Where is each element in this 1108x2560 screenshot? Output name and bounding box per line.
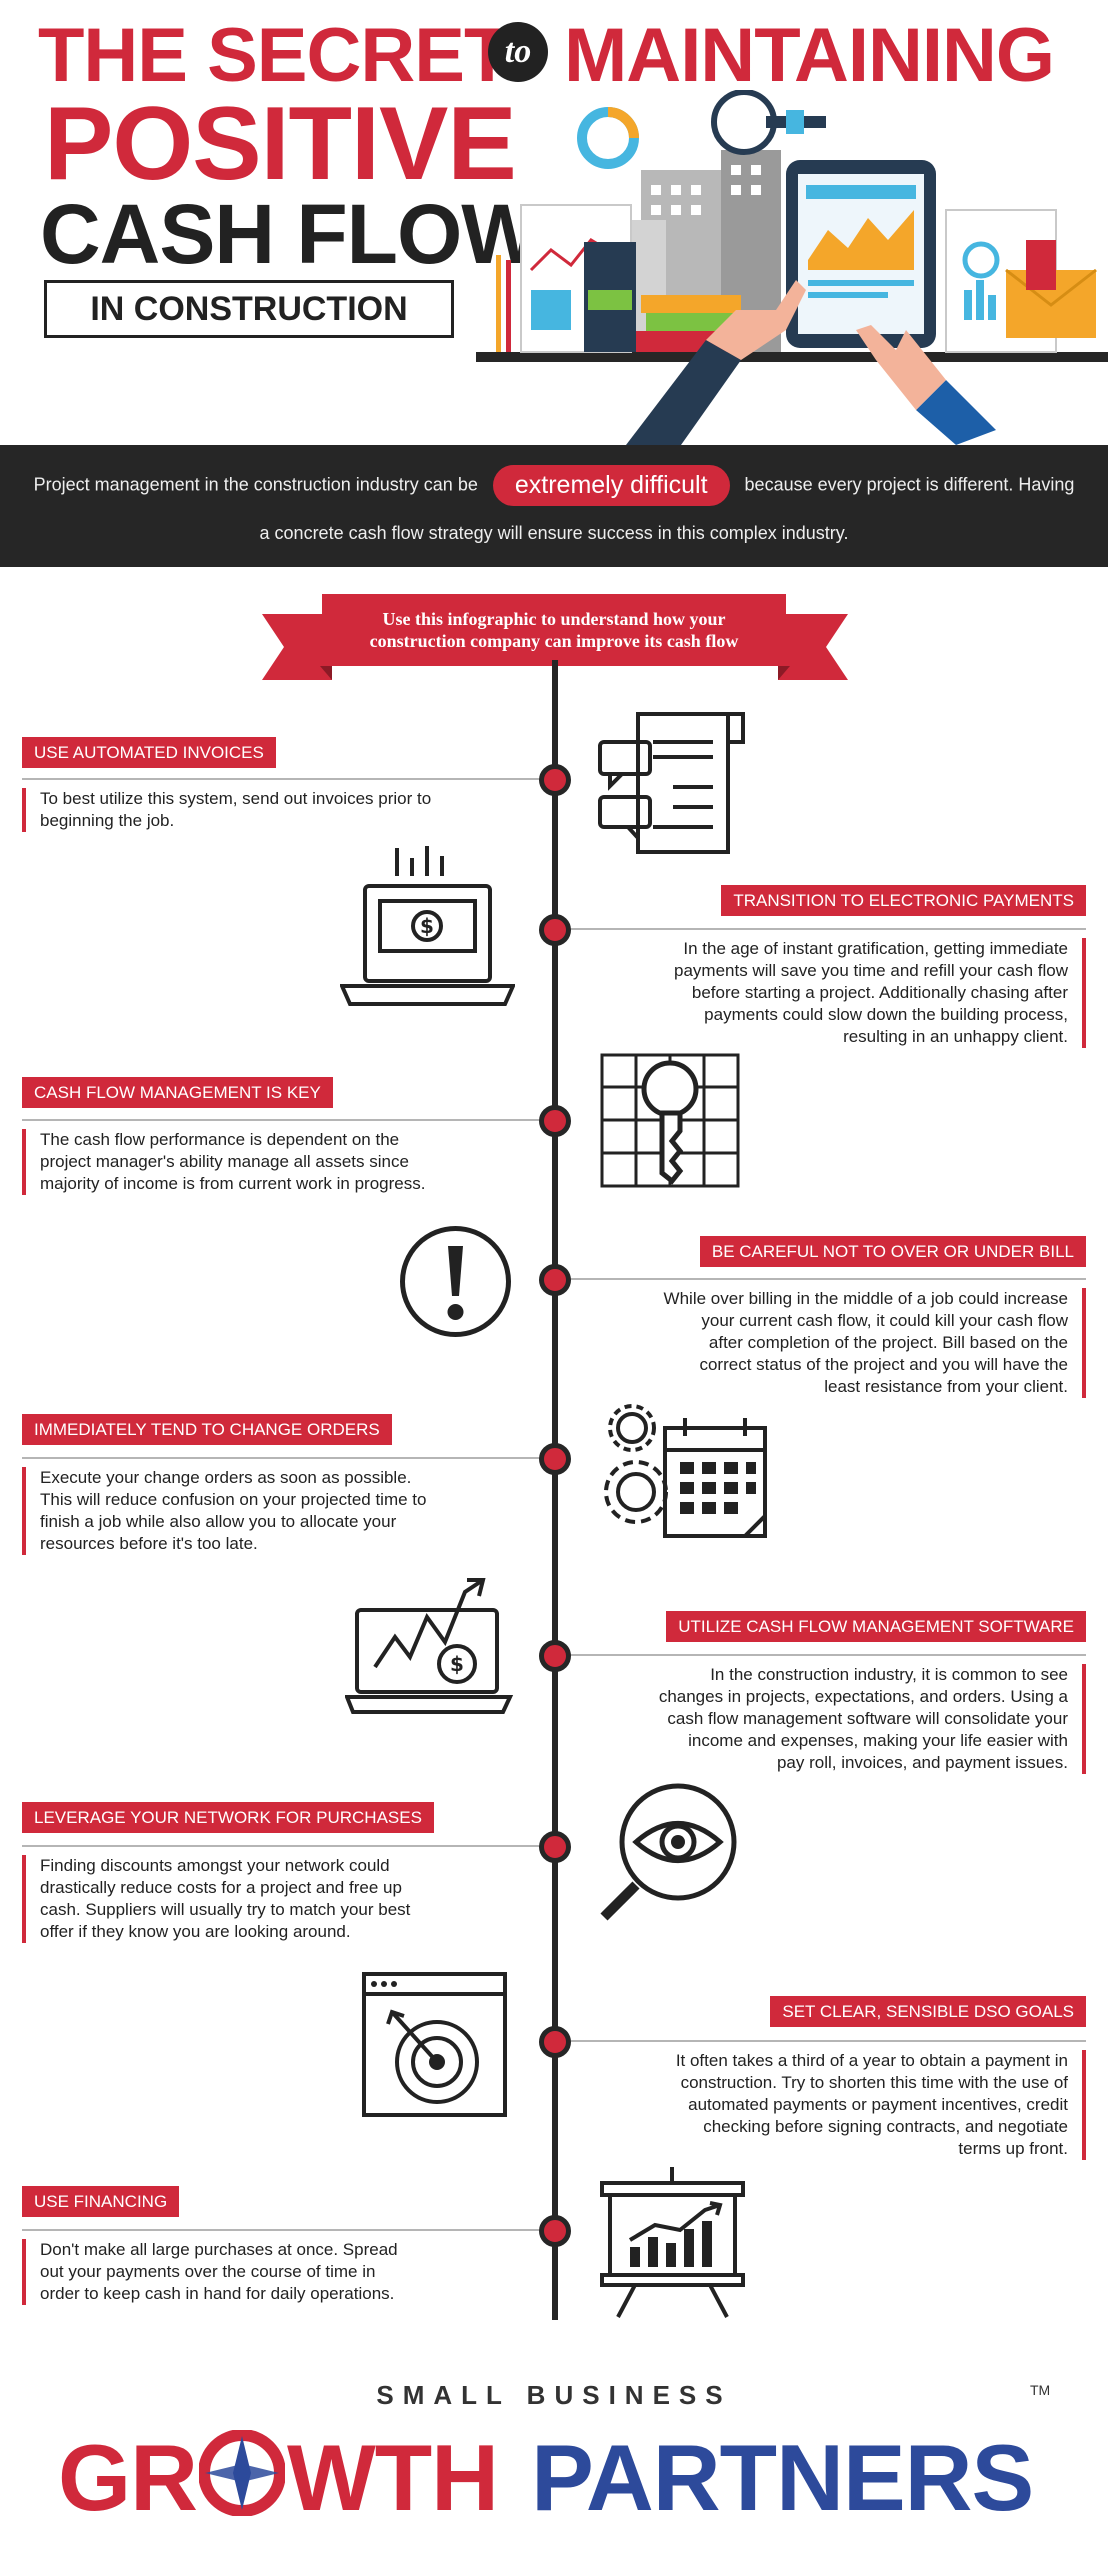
title-to-badge: to — [488, 22, 548, 82]
tip-9-node — [539, 2215, 571, 2247]
tip-4-body: While over billing in the middle of a jo… — [588, 1288, 1086, 1398]
title-line-1b: MAINTAINING — [564, 13, 1055, 98]
tip-1-title: USE AUTOMATED INVOICES — [22, 737, 276, 768]
tip-1-connector — [22, 778, 542, 780]
tip-7-title: LEVERAGE YOUR NETWORK FOR PURCHASES — [22, 1802, 434, 1833]
tip-6-title: UTILIZE CASH FLOW MANAGEMENT SOFTWARE — [666, 1611, 1086, 1642]
footer-logo-partners: PARTNERS — [531, 2425, 1034, 2530]
key-grid-icon — [600, 1053, 740, 1188]
intro-band: Project management in the construction i… — [0, 445, 1108, 567]
tip-7-body: Finding discounts amongst your network c… — [22, 1855, 520, 1943]
title-line-4: IN CONSTRUCTION — [44, 280, 454, 338]
tip-2-connector — [568, 928, 1086, 930]
tip-4-title: BE CAREFUL NOT TO OVER OR UNDER BILL — [699, 1236, 1086, 1267]
svg-text:$: $ — [420, 914, 434, 938]
eye-magnifier-icon — [600, 1783, 737, 1921]
tip-7-node — [539, 1831, 571, 1863]
tip-8-title: SET CLEAR, SENSIBLE DSO GOALS — [770, 1996, 1086, 2027]
presentation-chart-icon — [600, 2167, 745, 2318]
ribbon-tails — [262, 614, 848, 680]
ribbon-line-1: Use this infographic to understand how y… — [382, 609, 726, 629]
tip-3-title: CASH FLOW MANAGEMENT IS KEY — [22, 1077, 333, 1108]
tip-3-body: The cash flow performance is dependent o… — [22, 1129, 520, 1195]
tip-7-connector — [22, 1845, 542, 1847]
tip-2-node — [539, 914, 571, 946]
tip-5-title: IMMEDIATELY TEND TO CHANGE ORDERS — [22, 1414, 392, 1445]
tip-3-node — [539, 1105, 571, 1137]
tip-9-body: Don't make all large purchases at once. … — [22, 2239, 520, 2305]
svg-text:$: $ — [450, 1652, 464, 1676]
laptop-chart-icon: $ — [345, 1578, 514, 1714]
invoice-icon — [598, 712, 745, 854]
tip-8-body: It often takes a third of a year to obta… — [588, 2050, 1086, 2160]
gear-calendar-icon — [604, 1404, 767, 1538]
tip-5-node — [539, 1443, 571, 1475]
footer-logo: GR WTH PARTNERS — [58, 2429, 1034, 2525]
title-line-1a: THE SECRET — [38, 13, 510, 98]
target-window-icon — [362, 1972, 507, 2117]
intro-text-before: Project management in the construction i… — [33, 474, 478, 495]
tip-2-body: In the age of instant gratification, get… — [588, 938, 1086, 1048]
timeline-line — [552, 660, 558, 2320]
tip-8-node — [539, 2026, 571, 2058]
tip-5-body: Execute your change orders as soon as po… — [22, 1467, 520, 1555]
tip-3-connector — [22, 1119, 542, 1121]
footer-logo-gr: GR — [58, 2425, 198, 2530]
tip-4-node — [539, 1264, 571, 1296]
construction-tablet-illustration — [476, 90, 1108, 445]
intro-highlight-pill: extremely difficult — [492, 465, 730, 506]
footer-small-business: SMALL BUSINESS — [376, 2380, 732, 2410]
laptop-payment-icon: $ — [340, 846, 515, 1006]
intro-text-line-2: a concrete cash flow strategy will ensur… — [259, 523, 849, 543]
tip-9-title: USE FINANCING — [22, 2186, 180, 2217]
tip-1-body: To best utilize this system, send out in… — [22, 788, 520, 832]
tip-6-node — [539, 1640, 571, 1672]
tip-8-connector — [568, 2040, 1086, 2042]
title-line-2: POSITIVE — [44, 86, 517, 202]
ribbon-line-2: construction company can improve its cas… — [369, 631, 739, 651]
title-line-3: CASH FLOW — [40, 187, 541, 281]
tip-6-body: In the construction industry, it is comm… — [588, 1664, 1086, 1774]
footer-tm: TM — [1030, 2382, 1051, 2398]
tip-1-node — [539, 764, 571, 796]
tip-6-connector — [568, 1654, 1086, 1656]
footer-logo-wth: WTH — [287, 2425, 499, 2530]
tip-2-title: TRANSITION TO ELECTRONIC PAYMENTS — [721, 885, 1086, 916]
tip-5-connector — [22, 1457, 542, 1459]
warning-icon — [400, 1226, 511, 1337]
intro-text-after: because every project is different. Havi… — [744, 474, 1075, 495]
tip-4-connector — [568, 1278, 1086, 1280]
ribbon-banner: Use this infographic to understand how y… — [322, 594, 786, 666]
compass-o-icon — [198, 2429, 286, 2517]
tip-9-connector — [22, 2229, 542, 2231]
